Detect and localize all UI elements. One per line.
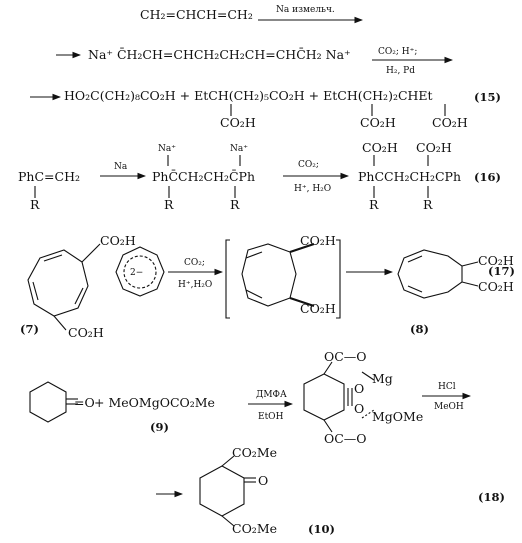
condition-h-16: H⁺, H₂O	[294, 184, 332, 194]
compound-label-9: (9)	[150, 420, 169, 434]
co2h-sub-2: CO₂H	[360, 115, 396, 130]
r-group-3: R	[230, 197, 240, 212]
compound-label-8: (8)	[410, 322, 429, 336]
chelate-ring	[303, 373, 345, 421]
co2h-16-right: CO₂H	[416, 140, 452, 155]
chelate-o-2: O	[354, 401, 365, 416]
cot-co2h-bottom: CO₂H	[68, 325, 104, 340]
product-co2me-top: CO₂Me	[232, 445, 278, 460]
equation-number-18: (18)	[478, 490, 505, 504]
ketone-oxygen: =O	[74, 395, 95, 410]
dianion-formula: Na⁺ C̄H₂CH=CHCH₂CH₂CH=CHC̄H₂ Na⁺	[88, 47, 351, 62]
condition-etoh: EtOH	[258, 412, 284, 422]
cyclohexanone-ring	[29, 381, 67, 423]
r-group-5: R	[423, 197, 433, 212]
r-group-1: R	[30, 197, 40, 212]
cot-co2h-top: CO₂H	[100, 233, 136, 248]
butadiene-formula: CH₂=CHCH=CH₂	[140, 7, 253, 22]
int-co2h-bottom: CO₂H	[300, 301, 336, 316]
product-10-ring	[199, 465, 245, 517]
condition-hcl: HCl	[438, 382, 456, 392]
intermediate-ring	[241, 243, 297, 307]
equation-number-16: (16)	[474, 170, 501, 184]
chelate-bottom-carbonate: OC—O	[324, 431, 367, 446]
condition-co2: CO₂; H⁺;	[378, 47, 418, 57]
cot-dianion-ring	[115, 246, 165, 297]
equation-number-15: (15)	[474, 90, 501, 104]
co2h-16-left: CO₂H	[362, 140, 398, 155]
condition-meoh: MeOH	[434, 402, 464, 412]
co2h-sub-3: CO₂H	[432, 115, 468, 130]
prod-co2h-bottom: CO₂H	[478, 279, 514, 294]
chelate-mg: Mg	[372, 371, 393, 386]
na-cation-right: Na⁺	[230, 144, 248, 154]
int-co2h-top: CO₂H	[300, 233, 336, 248]
condition-co2-17: CO₂;	[184, 258, 205, 268]
condition-h2: H₂, Pd	[386, 66, 415, 76]
compound-label-7: (7)	[20, 322, 39, 336]
co2h-sub-1: CO₂H	[220, 115, 256, 130]
chelate-mgome: MgOMe	[372, 409, 424, 424]
product-16: PhCCH₂CH₂CPh	[358, 169, 462, 184]
products-15: HO₂C(CH₂)₈CO₂H + EtCH(CH₂)₅CO₂H + EtCH(C…	[64, 88, 433, 103]
prod-co2h-top: CO₂H	[478, 253, 514, 268]
reagent-9: + MeOMgOCO₂Me	[94, 395, 215, 410]
r-group-4: R	[369, 197, 379, 212]
condition-dmfa: ДМФА	[256, 390, 287, 400]
cot-ring-7	[27, 249, 89, 317]
product-ketone-o: O	[258, 473, 269, 488]
styrene-formula: PhC=CH₂	[18, 169, 80, 184]
na-cation-left: Na⁺	[158, 144, 176, 154]
product-8-ring	[397, 249, 463, 299]
condition-co2-16: CO₂;	[298, 160, 319, 170]
product-co2me-bottom: CO₂Me	[232, 521, 278, 536]
dianion-charge: 2−	[130, 268, 144, 278]
condition-h-17: H⁺,H₂O	[178, 280, 213, 290]
condition-na: Na измельч.	[276, 5, 335, 15]
chelate-top-carbonate: OC—O	[324, 349, 367, 364]
compound-label-10: (10)	[308, 522, 335, 536]
r-group-2: R	[164, 197, 174, 212]
dianion-16: PhC̄CH₂CH₂C̄Ph	[152, 169, 256, 184]
equation-number-17: (17)	[488, 264, 515, 278]
condition-na-16: Na	[114, 162, 128, 172]
chelate-o-1: O	[354, 381, 365, 396]
